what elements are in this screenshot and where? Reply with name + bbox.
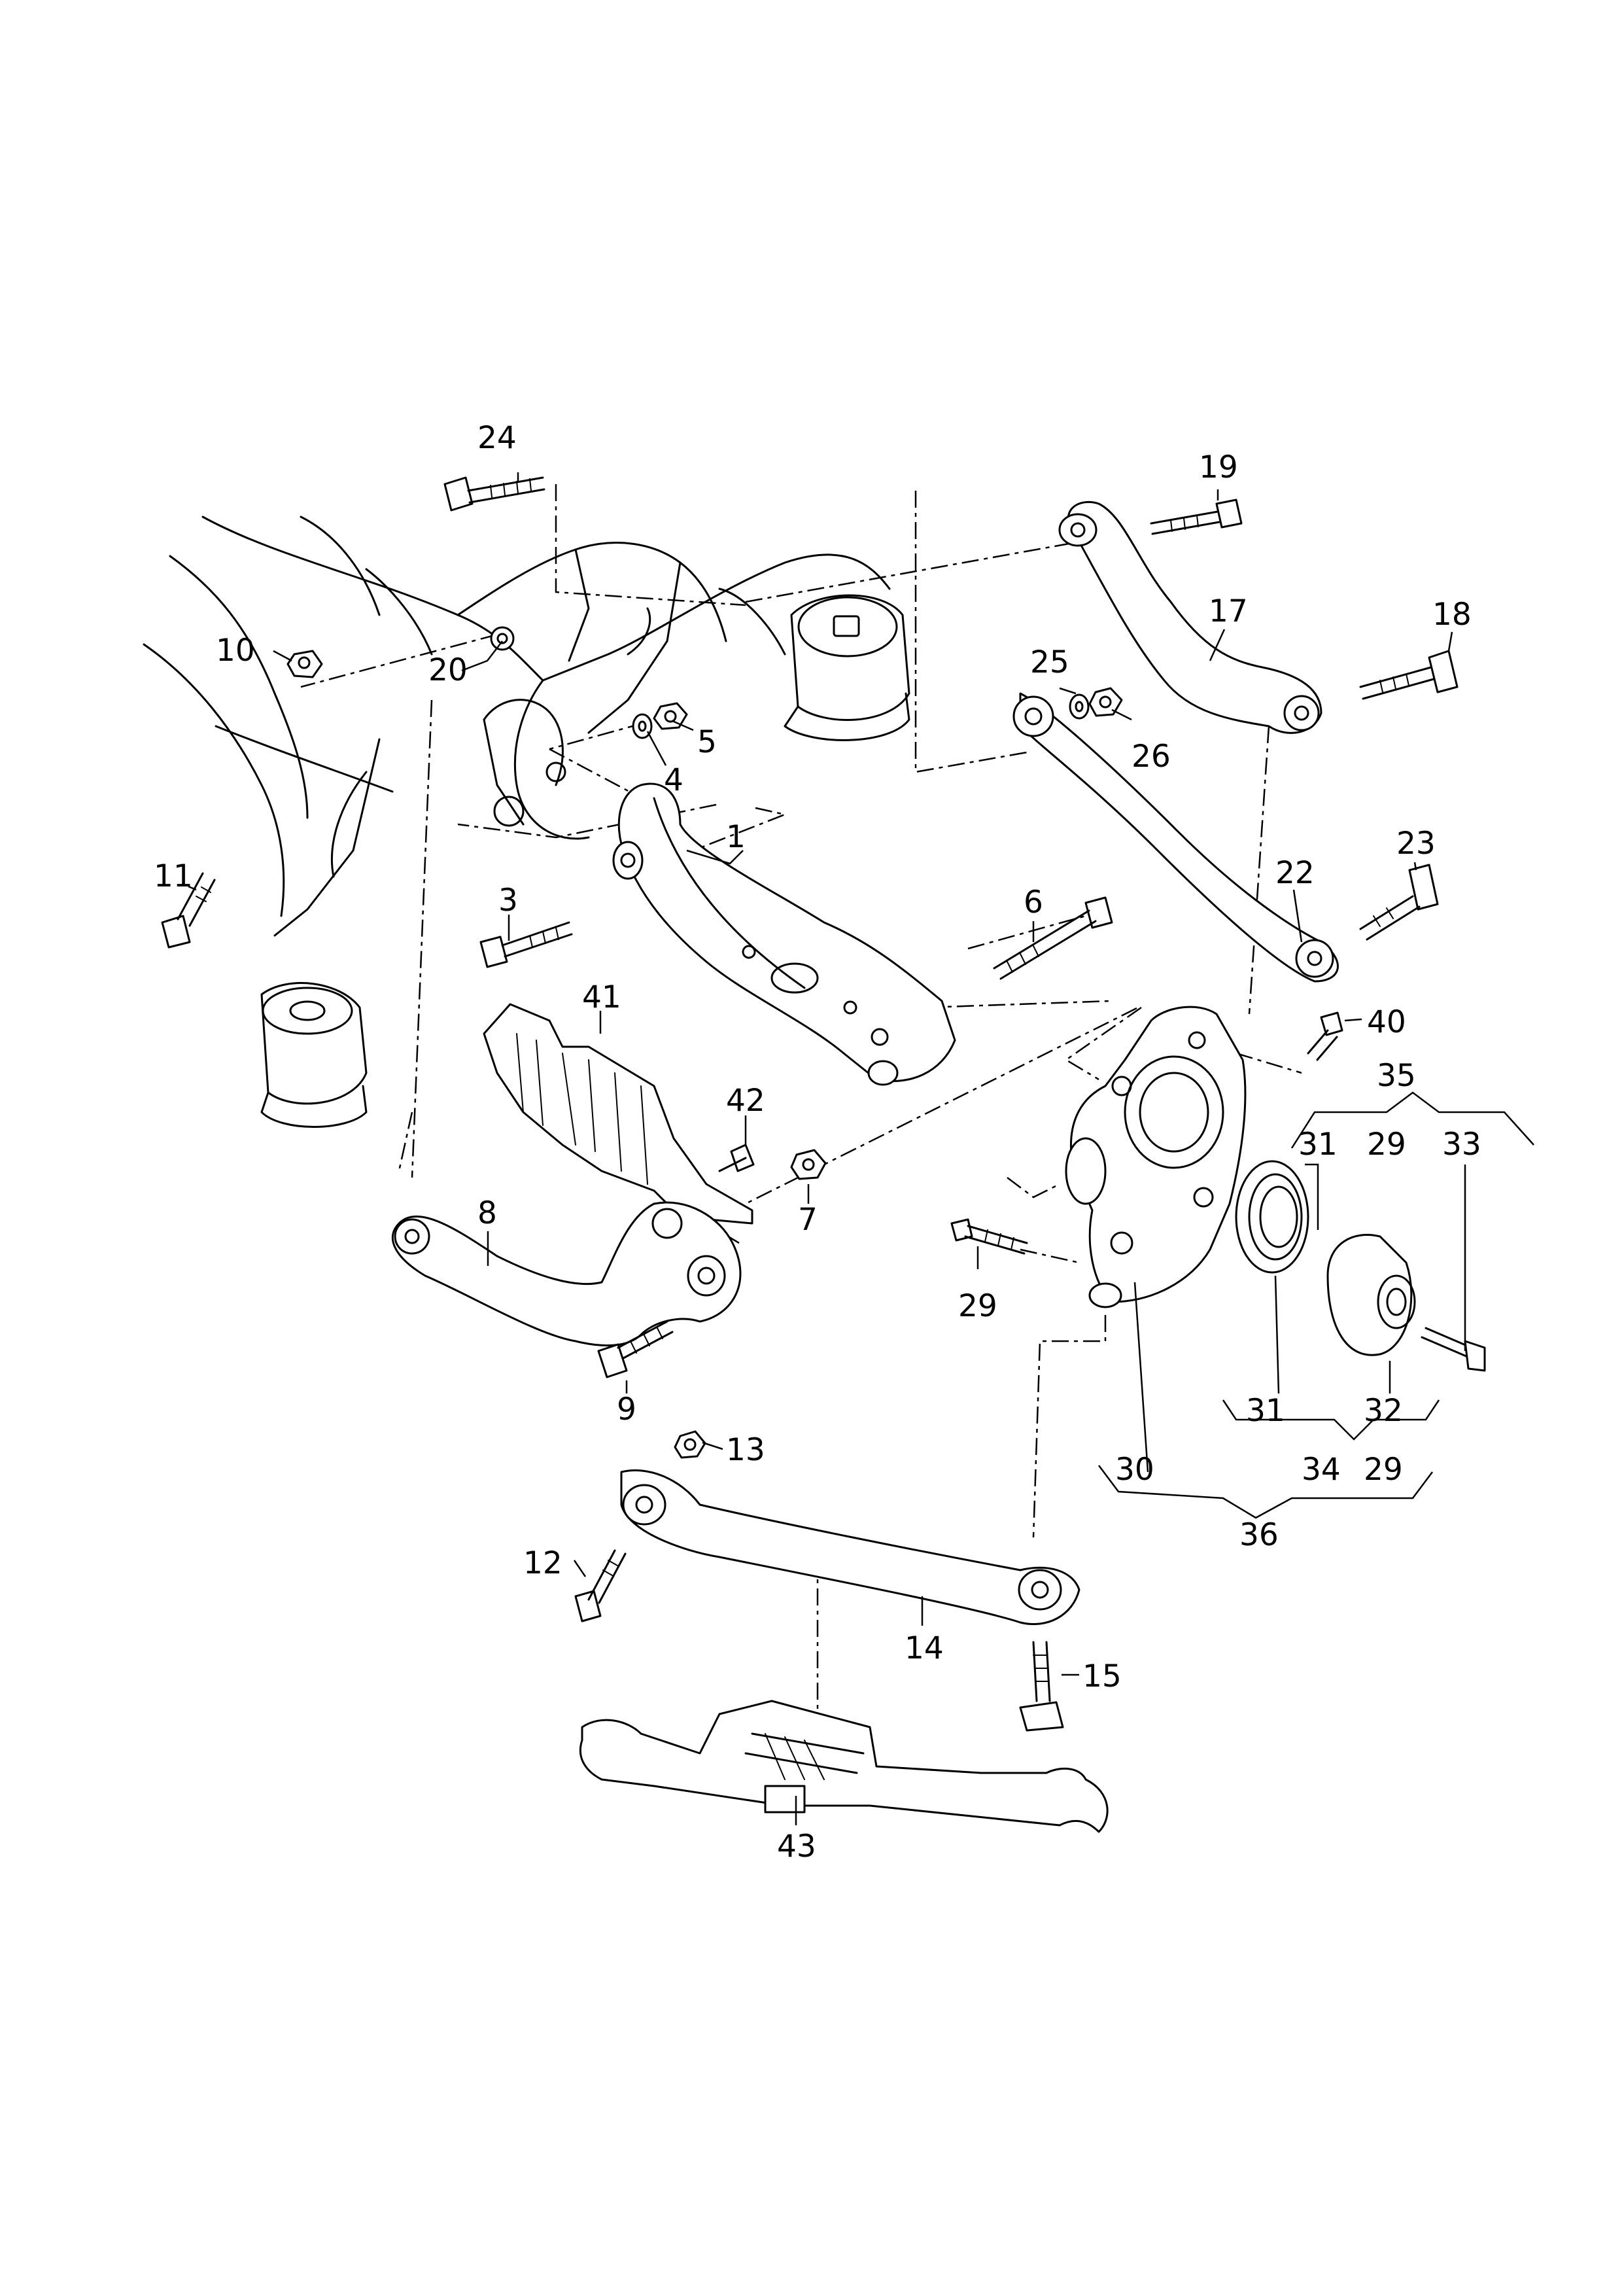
- bolt-18: [1359, 650, 1459, 700]
- wheel-hub-32: [1326, 1234, 1416, 1356]
- lower-control-arm-1: [612, 782, 956, 1086]
- clip-42: [718, 1144, 755, 1172]
- callout-4: 4: [664, 762, 683, 798]
- callout-22: 22: [1275, 855, 1315, 891]
- callout-9: 9: [617, 1392, 636, 1428]
- callout-11: 11: [154, 858, 193, 894]
- callout-42: 42: [726, 1083, 765, 1119]
- nut-5: [653, 702, 688, 730]
- callout-24: 24: [477, 420, 517, 456]
- nut-26: [1088, 687, 1123, 717]
- callout-18: 18: [1432, 597, 1472, 633]
- callout-12: 12: [523, 1545, 562, 1581]
- callout-8: 8: [477, 1195, 497, 1231]
- bolt-29: [950, 1218, 1028, 1255]
- callout-31-assembly-35: 31: [1298, 1127, 1338, 1163]
- washer-4: [632, 713, 653, 739]
- callout-13: 13: [726, 1432, 765, 1468]
- nut-10: [286, 650, 323, 678]
- callout-35: 35: [1377, 1058, 1416, 1094]
- bolt-24: [443, 476, 545, 512]
- callout-36: 36: [1239, 1517, 1279, 1553]
- bolt-23: [1359, 864, 1439, 941]
- callout-3: 3: [498, 883, 518, 919]
- callout-1: 1: [726, 819, 746, 855]
- callout-14: 14: [905, 1630, 944, 1666]
- callout-23: 23: [1396, 826, 1436, 862]
- callout-29-assembly-36: 29: [1364, 1452, 1403, 1488]
- upper-control-arm-17: [1058, 500, 1322, 734]
- nut-13: [674, 1430, 706, 1459]
- callout-6: 6: [1024, 885, 1043, 920]
- callout-7: 7: [798, 1202, 818, 1238]
- nut-7: [790, 1149, 827, 1180]
- bolt-33: [1421, 1327, 1486, 1372]
- callout-33: 33: [1442, 1127, 1481, 1163]
- subframe: [143, 516, 910, 1128]
- callout-5: 5: [697, 724, 717, 760]
- callout-29-bolt: 29: [958, 1288, 997, 1324]
- callout-43: 43: [777, 1829, 816, 1865]
- bolt-9: [597, 1320, 674, 1378]
- callout-10: 10: [216, 633, 255, 669]
- link-22: [1012, 692, 1339, 983]
- wheel-carrier-30: [1065, 1006, 1247, 1308]
- heat-shield-41: [483, 1003, 753, 1225]
- eccentric-bolt-15: [1019, 1641, 1064, 1732]
- bolt-40: [1307, 1011, 1343, 1061]
- callout-31-assembly-34: 31: [1246, 1393, 1285, 1429]
- wheel-bearing-31: [1235, 1160, 1309, 1274]
- callout-32: 32: [1364, 1393, 1403, 1429]
- nut-20: [490, 626, 515, 651]
- bolt-3: [479, 921, 573, 968]
- bolt-12: [574, 1549, 627, 1622]
- callout-30: 30: [1115, 1452, 1154, 1488]
- bolt-6: [993, 896, 1113, 980]
- bolt-11: [161, 872, 216, 949]
- lower-link-8: [392, 1201, 742, 1346]
- callout-20: 20: [428, 652, 468, 688]
- callout-25: 25: [1030, 644, 1069, 680]
- callout-17: 17: [1209, 593, 1248, 629]
- leader-lines: [188, 472, 1534, 1825]
- callout-29-assembly-35: 29: [1367, 1127, 1406, 1163]
- callout-labels: 1 3 4 5 6 7 8 9 10 11 12 13 14 15 17 18 …: [154, 420, 1481, 1865]
- callout-26: 26: [1132, 739, 1171, 775]
- callout-41: 41: [582, 979, 621, 1015]
- washer-25: [1069, 693, 1090, 720]
- callout-15: 15: [1082, 1658, 1122, 1694]
- callout-19: 19: [1199, 449, 1238, 485]
- bolt-19: [1150, 499, 1243, 535]
- toe-link-14: [620, 1469, 1080, 1626]
- cover-43: [579, 1700, 1109, 1833]
- callout-34: 34: [1302, 1452, 1341, 1488]
- callout-40: 40: [1367, 1004, 1406, 1040]
